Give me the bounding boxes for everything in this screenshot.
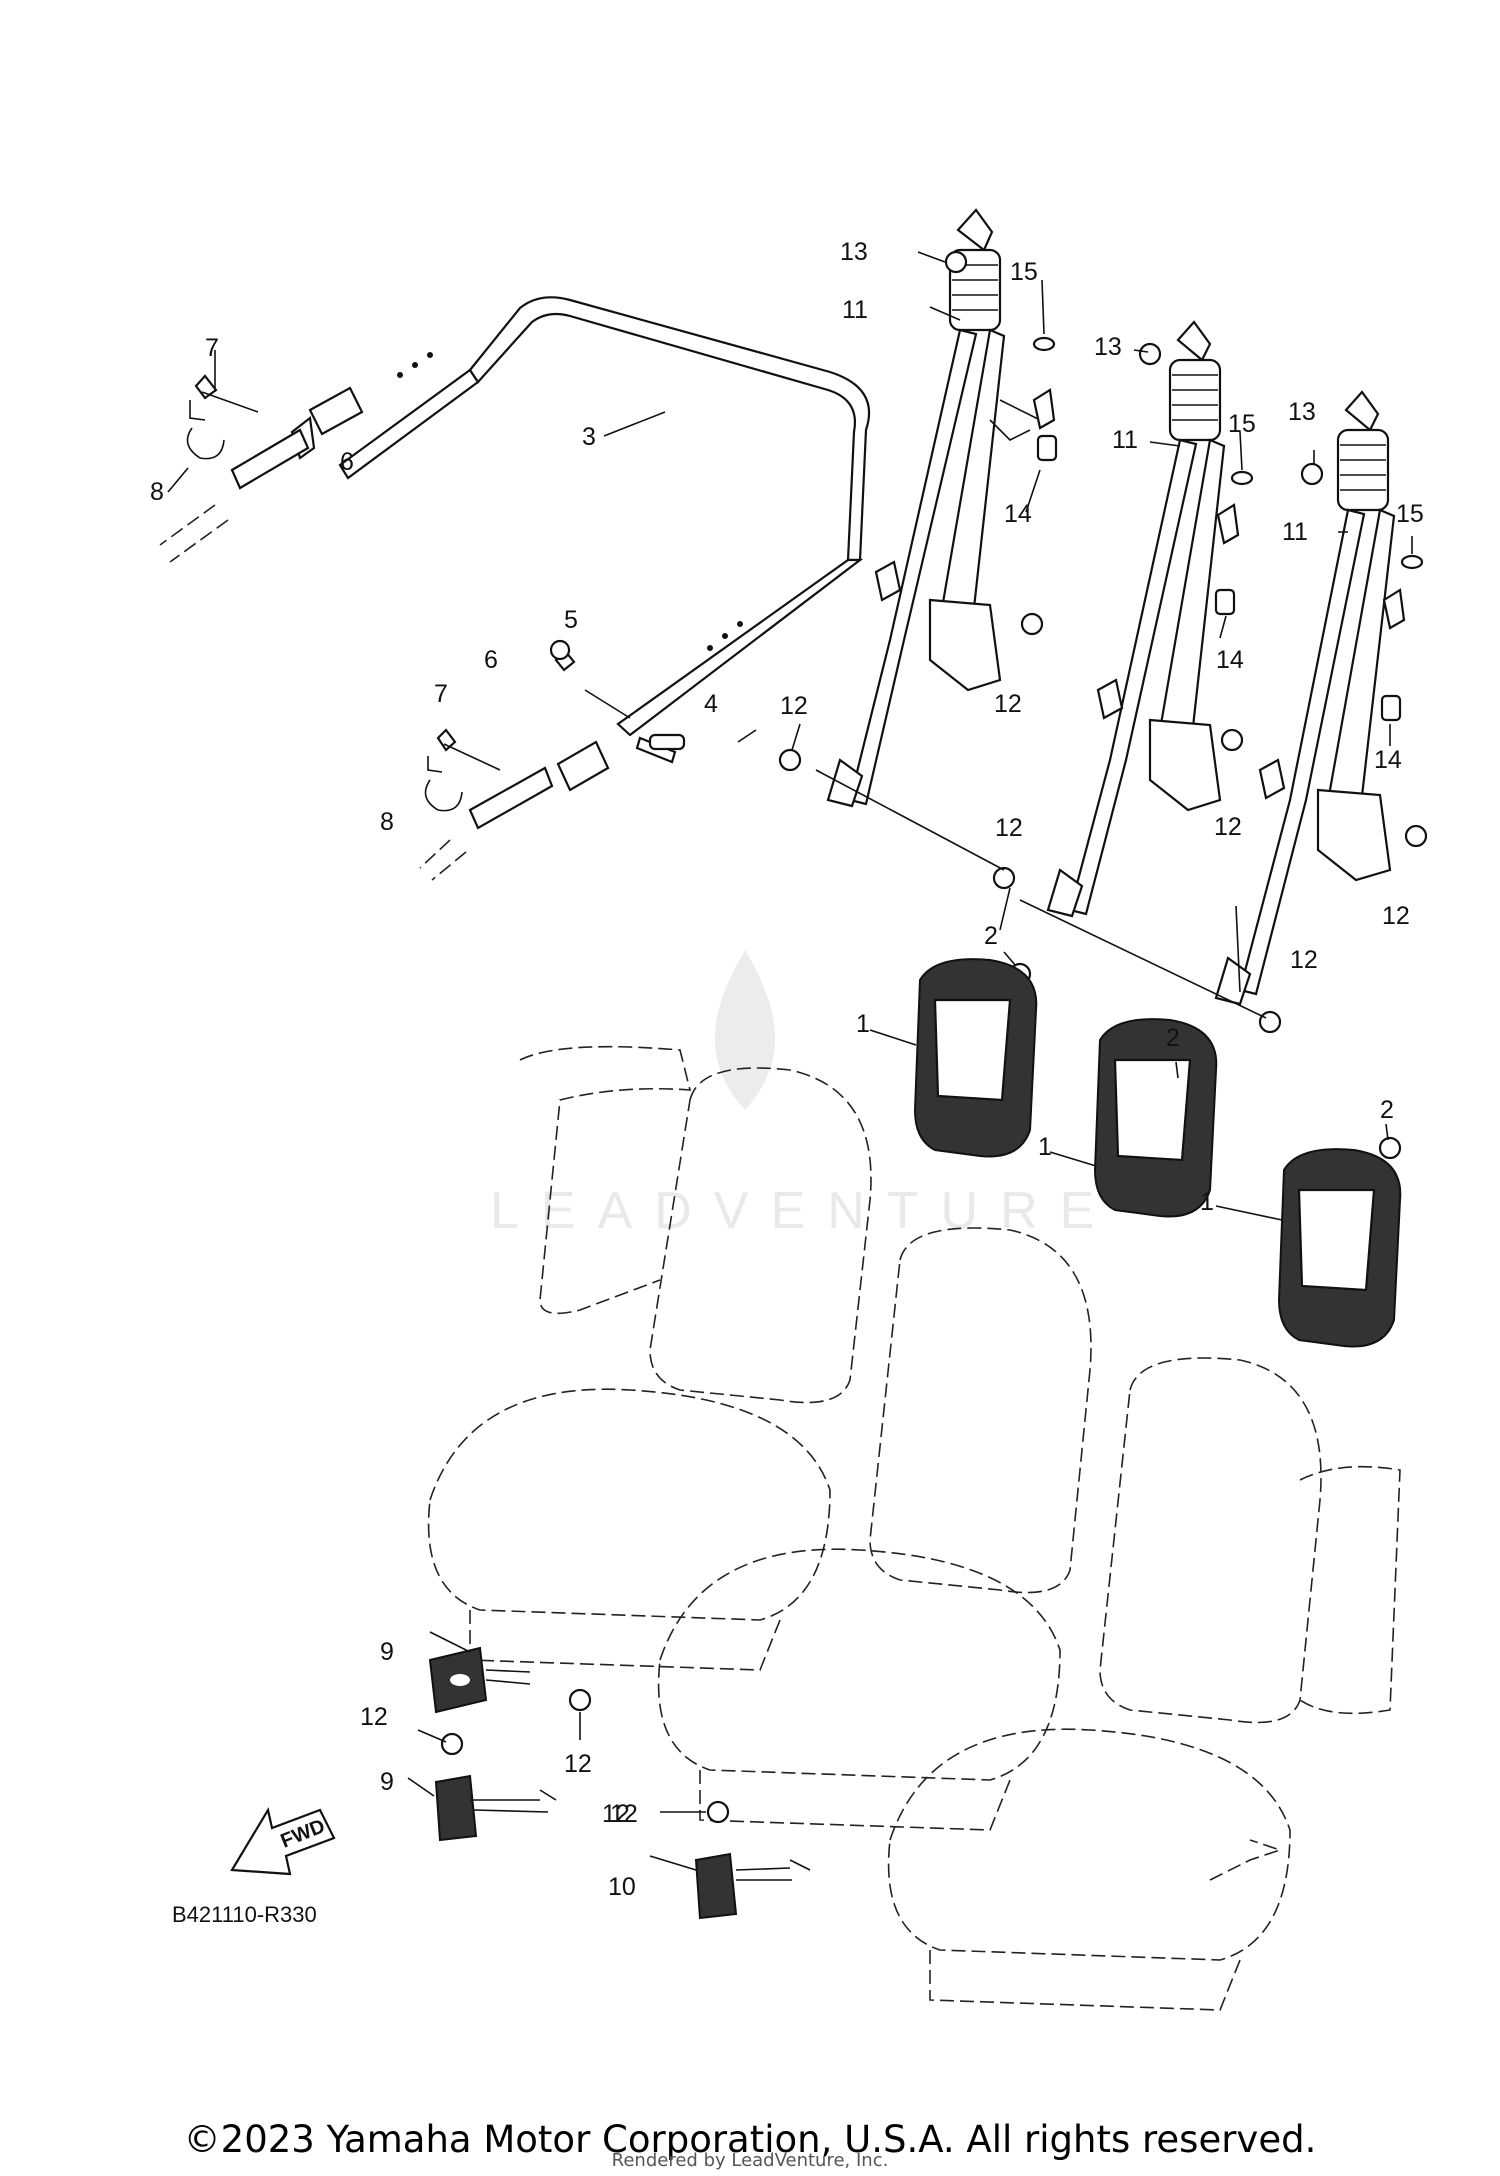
callout-12f: 12 [1290,946,1318,974]
callouts: 1 1 1 2 2 2 3 4 5 6 6 7 7 8 8 9 9 10 11 … [150,238,1424,1901]
callout-9a: 9 [380,1638,394,1666]
seat-belt-left [826,208,1056,808]
seat-belt-right [1214,390,1406,1006]
buckle-center [694,1800,811,1920]
callout-11c: 11 [1282,518,1308,546]
leader-lines [167,251,1413,1871]
fasteners [549,250,1428,1160]
callout-12c: 12 [995,814,1023,842]
callout-6a: 6 [340,448,354,476]
head-restraint-middle [1093,1018,1218,1218]
callout-12d: 12 [1214,813,1242,841]
drawing-code: B421110-R330 [172,1902,317,1927]
roll-bar [338,296,871,737]
rendered-by-notice: Rendered by LeadVenture, Inc. [611,2150,889,2171]
callout-15c: 15 [1396,500,1424,528]
seats-reference [427,1045,1401,2011]
callout-15b: 15 [1228,410,1256,438]
callout-13b: 13 [1094,333,1122,361]
callout-13a: 13 [840,238,868,266]
callout-7a: 7 [205,334,219,362]
callout-12b: 12 [994,690,1022,718]
watermark-text: LEADVENTURE [490,1182,1116,1240]
buckle-upper [428,1646,592,1714]
callout-5: 5 [564,606,578,634]
callout-12j: 12 [602,1800,630,1828]
callout-2c: 2 [1380,1096,1394,1124]
callout-3: 3 [582,423,596,451]
callout-10: 10 [608,1873,636,1901]
upper-left-mount [159,374,364,563]
callout-12a: 12 [780,692,808,720]
callout-9b: 9 [380,1768,394,1796]
copyright-notice: ©2023 Yamaha Motor Corporation, U.S.A. A… [183,2118,1317,2161]
callout-14c: 14 [1374,746,1402,774]
callout-2b: 2 [1166,1024,1180,1052]
fwd-arrow: FWD [230,1807,336,1876]
callout-8a: 8 [150,478,164,506]
callout-4: 4 [704,690,718,718]
callout-8b: 8 [380,808,394,836]
callout-15a: 15 [1010,258,1038,286]
seat-belt-middle [1046,320,1240,918]
callout-6b: 6 [484,646,498,674]
callout-14b: 14 [1216,646,1244,674]
callout-12h: 12 [564,1750,592,1778]
callout-12g: 12 [360,1703,388,1731]
callout-1b: 1 [1038,1133,1052,1161]
lower-left-mount [419,650,677,881]
callout-2a: 2 [984,922,998,950]
callout-12e: 12 [1382,902,1410,930]
head-restraint-right [1277,1148,1402,1348]
buckle-lower [434,1732,557,1842]
callout-11a: 11 [842,296,868,324]
callout-11b: 11 [1112,426,1138,454]
callout-14a: 14 [1004,500,1032,528]
callout-1c: 1 [1200,1188,1214,1216]
head-restraint-left [913,958,1038,1158]
callout-7b: 7 [434,680,448,708]
callout-13c: 13 [1288,398,1316,426]
callout-1a: 1 [856,1010,870,1038]
callout-12i: 12 [610,1800,638,1828]
